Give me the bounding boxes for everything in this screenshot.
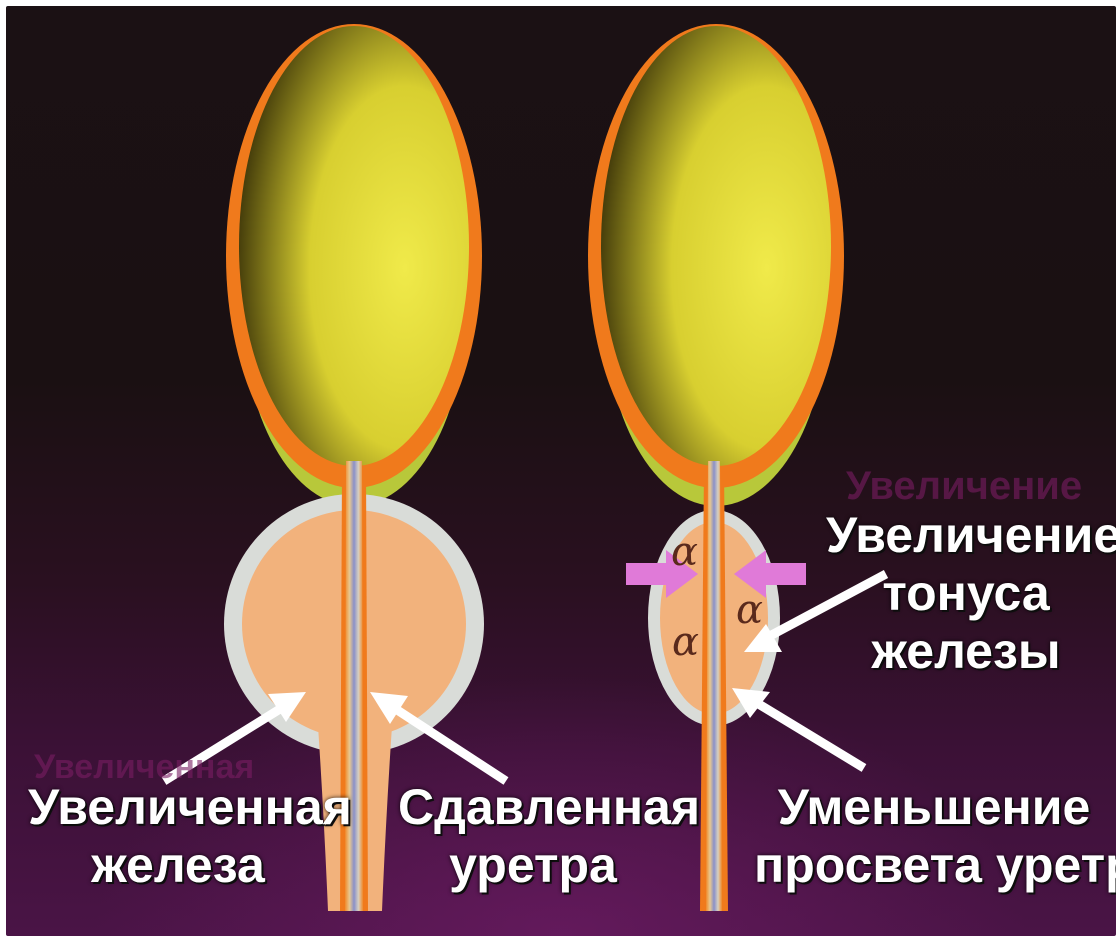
label-increased-tone-line3: железы — [826, 622, 1106, 680]
label-reduced-lumen: Уменьшение просвета уретры — [754, 778, 1114, 894]
label-compressed-urethra-line2: уретра — [398, 836, 668, 894]
label-increased-tone-line1: Увеличение — [826, 506, 1106, 564]
arrow-reduced-lumen — [732, 688, 864, 768]
urethra-lumen-right — [706, 461, 722, 911]
label-enlarged-gland-line1: Увеличенная — [28, 778, 328, 836]
bladder-left — [239, 26, 469, 466]
urethra-lumen-left — [345, 461, 363, 911]
diagram-slide: Увеличение Увеличенная α α α Увеличенная… — [6, 6, 1116, 936]
bladder-right — [601, 26, 831, 466]
label-increased-tone: Увеличение тонуса железы — [826, 506, 1106, 680]
label-enlarged-gland-line2: железа — [28, 836, 328, 894]
alpha-symbol-2: α — [672, 622, 699, 662]
label-reduced-lumen-line1: Уменьшение — [754, 778, 1114, 836]
label-compressed-urethra-line1: Сдавленная — [398, 778, 668, 836]
label-reduced-lumen-line2: просвета уретры — [754, 836, 1114, 894]
ghost-text-1: Увеличение — [846, 464, 1082, 509]
alpha-symbol-1: α — [671, 532, 698, 572]
alpha-symbol-3: α — [736, 590, 763, 630]
label-increased-tone-line2: тонуса — [826, 564, 1106, 622]
label-compressed-urethra: Сдавленная уретра — [398, 778, 668, 894]
label-enlarged-gland: Увеличенная железа — [28, 778, 328, 894]
